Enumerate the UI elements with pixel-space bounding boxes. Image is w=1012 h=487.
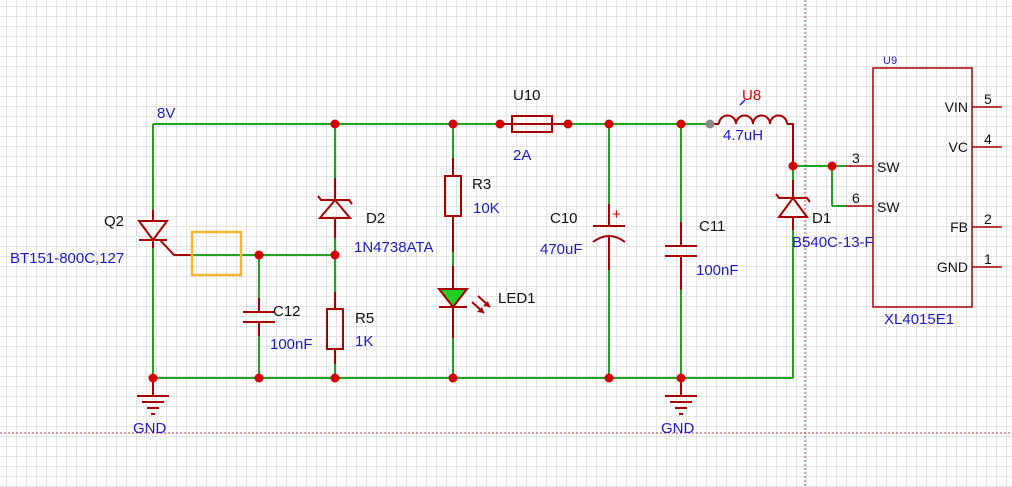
junction-dot	[495, 119, 505, 129]
r5-resistor-symbol[interactable]	[326, 292, 344, 364]
selection-highlight-box[interactable]	[190, 230, 243, 277]
u9-pin-name: VIN	[945, 99, 968, 115]
u9-value-label: XL4015E1	[884, 311, 954, 328]
c10-value-label: 470uF	[540, 241, 583, 258]
gnd-symbol-right[interactable]	[665, 378, 697, 415]
led1-symbol[interactable]	[436, 266, 491, 338]
junction-dot-unconnected	[705, 119, 715, 129]
u8-ref-label: U8	[742, 87, 761, 104]
junction-dot	[788, 161, 798, 171]
junction-dot	[604, 373, 614, 383]
c12-ref-label: C12	[273, 303, 301, 320]
u9-pin-number: 4	[984, 131, 992, 147]
u9-pin-name: SW	[877, 159, 900, 175]
d1-value-label: B540C-13-F	[792, 234, 874, 251]
r3-ref-label: R3	[472, 176, 491, 193]
u9-pin-name: GND	[937, 259, 968, 275]
c12-capacitor-symbol[interactable]	[243, 298, 275, 336]
c12-value-label: 100nF	[270, 336, 313, 353]
d2-zener-symbol[interactable]	[317, 178, 353, 238]
c10-capacitor-symbol[interactable]	[592, 204, 626, 270]
junction-dot	[676, 373, 686, 383]
junction-dot	[827, 161, 837, 171]
c11-capacitor-symbol[interactable]	[665, 222, 697, 290]
r3-resistor-symbol[interactable]	[444, 158, 462, 252]
u8-value-label: 4.7uH	[723, 127, 763, 144]
u10-fuse-symbol[interactable]	[500, 115, 568, 133]
d2-value-label: 1N4738ATA	[354, 239, 434, 256]
junction-dot	[448, 373, 458, 383]
u9-pin-number: 6	[852, 190, 860, 206]
c10-ref-label: C10	[550, 210, 578, 227]
junction-dot	[330, 373, 340, 383]
u10-ref-label: U10	[513, 87, 541, 104]
r5-ref-label: R5	[355, 310, 374, 327]
junction-dot	[148, 373, 158, 383]
r3-value-label: 10K	[473, 200, 500, 217]
gnd-label-left: GND	[133, 420, 167, 437]
r5-value-label: 1K	[355, 333, 373, 350]
net-label-8v: 8V	[157, 105, 175, 122]
q2-value-label: BT151-800C,127	[10, 250, 124, 267]
d1-ref-label: D1	[812, 210, 831, 227]
d1-diode-symbol[interactable]	[775, 180, 811, 230]
u9-pin-number: 2	[984, 211, 992, 227]
u9-pin-name: VC	[949, 139, 968, 155]
junction-dot	[448, 119, 458, 129]
junction-dot	[254, 373, 264, 383]
junctions	[148, 119, 837, 383]
u9-pin-number: 3	[852, 150, 860, 166]
u9-pin-name: FB	[950, 219, 968, 235]
q2-thyristor-symbol[interactable]	[137, 210, 192, 256]
u9-pin-name: SW	[877, 199, 900, 215]
q2-ref-label: Q2	[104, 213, 124, 230]
u9-ic-symbol[interactable]	[846, 67, 1002, 308]
junction-dot	[604, 119, 614, 129]
u10-value-label: 2A	[513, 147, 531, 164]
junction-dot	[563, 119, 573, 129]
c10-polarity-mark: +	[612, 206, 621, 223]
junction-dot	[330, 250, 340, 260]
junction-dot	[676, 119, 686, 129]
c11-value-label: 100nF	[696, 262, 739, 279]
led1-ref-label: LED1	[498, 290, 536, 307]
c11-ref-label: C11	[699, 218, 725, 235]
u9-pin-number: 5	[984, 91, 992, 107]
d2-ref-label: D2	[366, 210, 385, 227]
u9-pin-number: 1	[984, 251, 992, 267]
u9-ref-label: U9	[883, 55, 897, 67]
junction-dot	[254, 250, 264, 260]
junction-dot	[330, 119, 340, 129]
gnd-label-right: GND	[661, 420, 695, 437]
gnd-symbol-left[interactable]	[137, 378, 169, 415]
